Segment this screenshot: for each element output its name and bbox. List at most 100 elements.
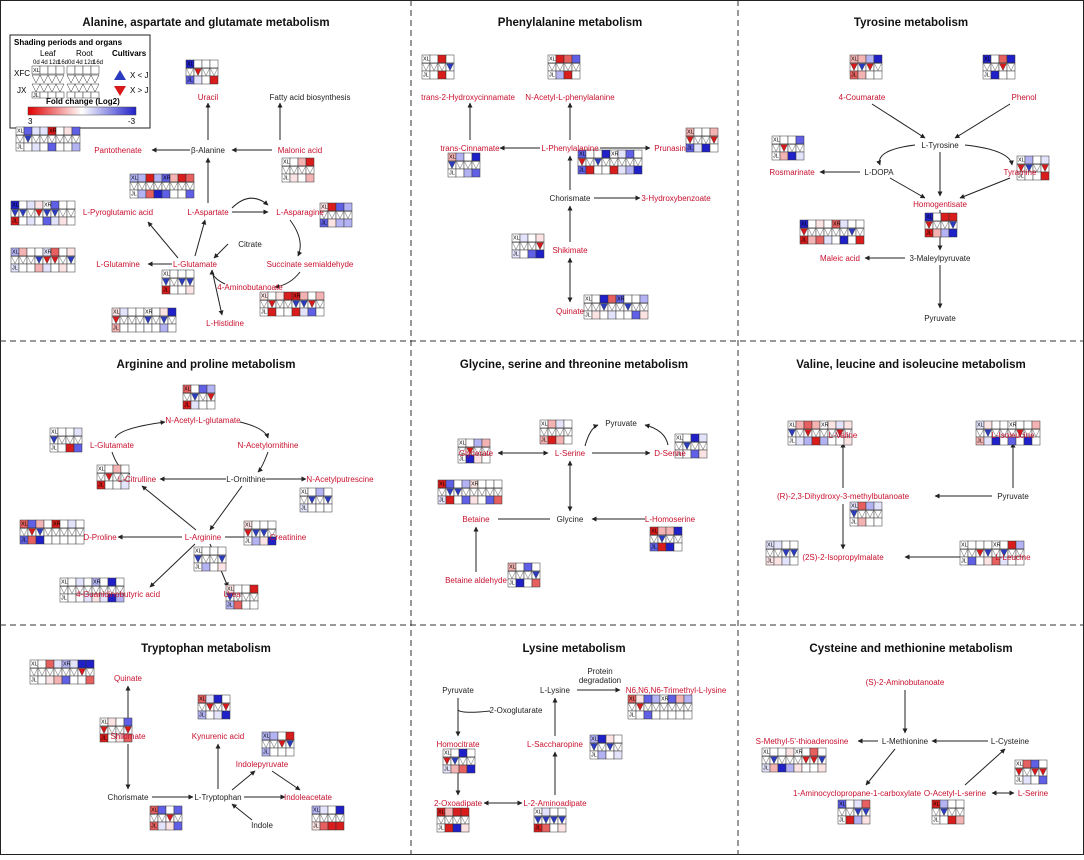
- glyph-cell: [811, 420, 821, 430]
- glyph-triangle: [136, 316, 144, 324]
- glyph-cell: [27, 519, 37, 529]
- edge: [239, 421, 270, 439]
- metabolite-aminoadipate: L-2-Aminoadipate: [523, 799, 587, 808]
- glyph-triangle: [438, 63, 446, 71]
- glyph-triangle: [1031, 768, 1039, 776]
- glyph-triangle: [542, 816, 550, 824]
- glyph-triangle: [949, 221, 957, 229]
- metabolite-isoleucine: L-Isoleucine: [991, 431, 1035, 440]
- glyph-cell: [55, 126, 65, 136]
- glyph-cell: [201, 562, 211, 572]
- glyph-triangle: [35, 209, 43, 217]
- glyph-cell: [221, 694, 231, 704]
- glyph-triangle: [482, 447, 490, 455]
- glyph-label-xr: XR: [93, 580, 101, 586]
- metabolite-succinate: Succinate semialdehyde: [267, 260, 354, 269]
- glyph-triangle: [1032, 429, 1040, 437]
- glyph-cell: [999, 420, 1009, 430]
- glyph-cell: [975, 556, 985, 566]
- triangle-up-icon: [114, 70, 126, 80]
- glyph-cell: [444, 823, 454, 833]
- glyph-triangle: [840, 228, 848, 236]
- glyph-cell: [249, 584, 259, 594]
- glyph-cell: [335, 218, 345, 228]
- glyph-triangle: [810, 756, 818, 764]
- legend-cell: [47, 65, 57, 75]
- glyph-triangle: [44, 528, 52, 536]
- edge: [257, 451, 269, 473]
- legend-cell: [90, 91, 100, 99]
- glyph-triangle: [68, 586, 76, 594]
- glyph-triangle: [694, 136, 702, 144]
- glyph-triangle: [536, 242, 544, 250]
- glyph-cell: [50, 216, 60, 226]
- glyph-triangle: [1023, 768, 1031, 776]
- glyph-cell: [167, 323, 177, 333]
- glyph-triangle: [528, 242, 536, 250]
- glyph-triangle: [328, 211, 336, 219]
- metabolite-ldopa: L-DOPA: [864, 168, 894, 177]
- glyph-label-jl: JL: [579, 168, 585, 174]
- glyph-label-xl: XL: [459, 441, 466, 447]
- glyph-cell: [26, 200, 36, 210]
- glyph-cell: [1022, 775, 1032, 785]
- glyph-triangle: [43, 209, 51, 217]
- glyph-triangle: [832, 228, 840, 236]
- glyph-cell: [831, 235, 841, 245]
- glyph-cell: [855, 219, 865, 229]
- glyph-label-xr: XR: [293, 294, 301, 300]
- glyph-triangle: [202, 555, 210, 563]
- glyph-triangle: [300, 300, 308, 308]
- metabolite-acetylser: O-Acetyl-L-serine: [924, 789, 987, 798]
- glyph-label-xl: XL: [313, 808, 320, 814]
- glyph-cell: [450, 764, 460, 774]
- glyph-triangle: [64, 135, 72, 143]
- metabolite-glycerate: Glycerate: [459, 449, 494, 458]
- glyph-cell: [781, 540, 791, 550]
- glyph-triangle: [932, 808, 940, 816]
- metabolite-pyroglu: L-Pyroglutamic acid: [83, 208, 153, 217]
- glyph-cell: [299, 307, 309, 317]
- glyph-cell: [283, 291, 293, 301]
- glyph-label-xl: XL: [801, 222, 808, 228]
- edge: [865, 748, 896, 786]
- glyph-triangle: [578, 158, 586, 166]
- glyph-cell: [59, 535, 69, 545]
- glyph-triangle: [86, 668, 94, 676]
- glyph-triangle: [683, 442, 691, 450]
- glyph-triangle: [590, 743, 598, 751]
- glyph-cell: [563, 54, 573, 64]
- glyph-cell: [453, 479, 463, 489]
- legend-cell: [74, 65, 84, 75]
- glyph-cell: [955, 799, 965, 809]
- metabolite-homoserine: L-Homoserine: [645, 515, 696, 524]
- glyph-cell: [463, 168, 473, 178]
- edge: [213, 243, 229, 259]
- glyph-cell: [795, 420, 805, 430]
- metabolite-arginine: L-Arginine: [185, 533, 222, 542]
- glyph-cell: [547, 435, 557, 445]
- glyph-triangle: [556, 428, 564, 436]
- glyph-triangle: [178, 182, 186, 190]
- glyph-cell: [631, 310, 641, 320]
- glyph-label-jl: JL: [541, 438, 547, 444]
- glyph-label-xl: XL: [773, 138, 780, 144]
- glyph-label-xl: XL: [977, 423, 984, 429]
- legend-cultivars: Cultivars: [112, 49, 147, 58]
- glyph-cell: [667, 710, 677, 720]
- glyph-triangle: [534, 816, 542, 824]
- glyph-cell: [85, 659, 95, 669]
- glyph-triangle: [556, 63, 564, 71]
- glyph-triangle: [1033, 164, 1041, 172]
- glyph-label-xr: XR: [63, 662, 71, 668]
- glyph-triangle: [46, 668, 54, 676]
- glyph-cell: [51, 535, 61, 545]
- glyph-cell: [591, 294, 601, 304]
- glyph-cell: [793, 763, 803, 773]
- glyph-cell: [845, 815, 855, 825]
- glyph-cell: [659, 710, 669, 720]
